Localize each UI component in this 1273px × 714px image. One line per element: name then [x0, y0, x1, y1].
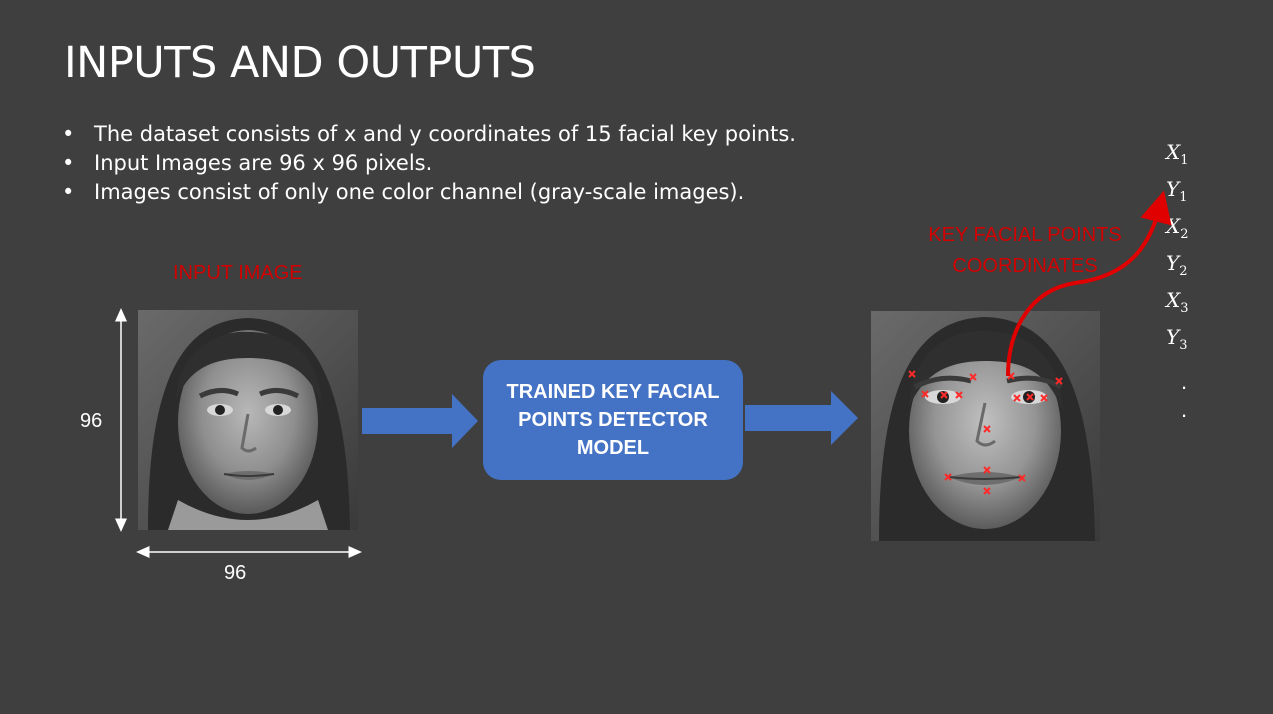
keypoint-marker	[1026, 393, 1034, 401]
bullet-text: Images consist of only one color channel…	[94, 180, 745, 204]
key-facial-points-label: KEY FACIAL POINTS COORDINATES	[920, 220, 1130, 282]
keypoint-marker	[1040, 394, 1048, 402]
coordinate-entry: Y1	[1166, 177, 1188, 205]
keypoint-marker	[908, 370, 916, 378]
model-to-output-arrow	[745, 391, 858, 445]
key-facial-points-line2: COORDINATES	[952, 255, 1098, 277]
coordinate-entry: Y3	[1166, 325, 1188, 353]
bullet-item: • Input Images are 96 x 96 pixels.	[62, 149, 796, 178]
coordinate-entry: X3	[1166, 288, 1189, 316]
bullet-dot: •	[62, 122, 75, 146]
bullet-item: • The dataset consists of x and y coordi…	[62, 120, 796, 149]
trained-model-box: TRAINED KEY FACIAL POINTS DETECTOR MODEL	[483, 360, 743, 480]
output-face-graphic	[871, 311, 1100, 541]
model-line: TRAINED KEY FACIAL	[506, 381, 720, 403]
slide-title: INPUTS AND OUTPUTS	[64, 38, 536, 88]
continuation-dots: . .	[1181, 369, 1188, 422]
keypoint-marker	[921, 390, 929, 398]
bullet-text: Input Images are 96 x 96 pixels.	[94, 151, 433, 175]
coordinate-entry: Y2	[1166, 251, 1188, 279]
model-line: MODEL	[576, 437, 650, 459]
output-face-image	[871, 311, 1100, 541]
input-image-label: INPUT IMAGE	[173, 262, 303, 284]
keypoint-marker	[940, 391, 948, 399]
keypoint-marker	[944, 473, 952, 481]
keypoint-marker	[1055, 377, 1063, 385]
coordinate-entry: X1	[1166, 140, 1189, 168]
key-facial-points-line1: KEY FACIAL POINTS	[928, 224, 1122, 246]
input-face-graphic	[138, 310, 358, 530]
input-to-model-arrow	[362, 394, 478, 448]
keypoint-marker	[983, 425, 991, 433]
keypoint-marker	[1018, 474, 1026, 482]
keypoint-marker	[983, 466, 991, 474]
keypoint-marker	[969, 373, 977, 381]
keypoint-marker	[983, 487, 991, 495]
model-line: POINTS DETECTOR	[518, 409, 708, 431]
bullet-list: • The dataset consists of x and y coordi…	[62, 120, 796, 207]
keypoint-marker	[955, 391, 963, 399]
coordinate-entry: X2	[1166, 214, 1189, 242]
coordinate-list: X1 Y1 X2 Y2 X3 Y3	[1166, 138, 1206, 360]
bullet-dot: •	[62, 151, 75, 175]
height-dimension-label: 96	[80, 410, 103, 432]
model-box-text: TRAINED KEY FACIAL POINTS DETECTOR MODEL	[507, 378, 720, 462]
bullet-text: The dataset consists of x and y coordina…	[94, 122, 796, 146]
width-dimension-label: 96	[224, 562, 247, 584]
bullet-item: • Images consist of only one color chann…	[62, 178, 796, 207]
input-face-image	[138, 310, 358, 530]
bullet-dot: •	[62, 180, 75, 204]
keypoint-marker	[1013, 394, 1021, 402]
